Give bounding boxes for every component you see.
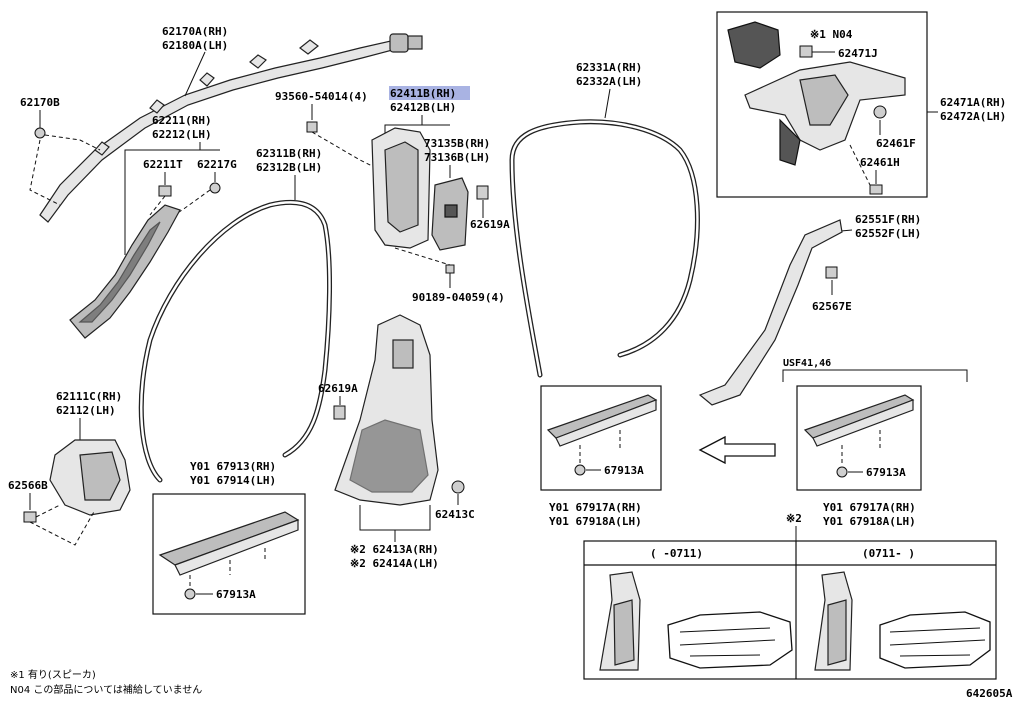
label-y01-67913: Y01 67913(RH) xyxy=(190,460,276,473)
clip-62413c[interactable] xyxy=(451,480,465,494)
footnote-1: ※1 有り(スピーカ) xyxy=(10,668,96,681)
label-62414a: ※2 62414A(LH) xyxy=(350,557,439,570)
label-62551f: 62551F(RH) xyxy=(855,213,921,226)
screw-93560[interactable] xyxy=(306,121,318,133)
label-highlight xyxy=(389,86,470,100)
clip-62211t[interactable] xyxy=(158,185,172,197)
clip-62217g[interactable] xyxy=(209,182,221,194)
clip-62619a-upper[interactable] xyxy=(476,185,489,200)
label-62472a: 62472A(LH) xyxy=(940,110,1006,123)
footnote-2: N04 この部品については補給していません xyxy=(10,683,202,696)
label-62412b: 62412B(LH) xyxy=(390,101,456,114)
label-62619a-lower: 62619A xyxy=(318,382,358,395)
rear-scuff-plate-2[interactable] xyxy=(803,394,915,447)
a-pillar-garnish[interactable] xyxy=(69,204,181,339)
label-y01-67917a-1: Y01 67917A(RH) xyxy=(549,501,642,514)
variant-table xyxy=(583,540,997,680)
variant-col-1: ( -0711) xyxy=(650,547,703,560)
diagram-id: 642605A xyxy=(966,687,1013,700)
seat-belt-cover[interactable] xyxy=(431,177,469,251)
label-62566b: 62566B xyxy=(8,479,48,492)
front-scuff-plate-box xyxy=(152,493,306,615)
clip-62461h[interactable] xyxy=(869,184,883,195)
clip-67913a-front[interactable] xyxy=(184,588,196,600)
roof-side-inner-garnish[interactable] xyxy=(698,219,843,406)
variant-1-harness[interactable] xyxy=(667,611,793,669)
center-pillar-lower-garnish[interactable] xyxy=(334,314,439,506)
label-62461h: 62461H xyxy=(860,156,900,169)
label-62212: 62212(LH) xyxy=(152,128,212,141)
roof-side-airbag[interactable] xyxy=(39,33,423,223)
label-62471j: 62471J xyxy=(838,47,878,60)
front-door-weatherstrip[interactable] xyxy=(138,199,333,483)
label-62170a: 62170A(RH) xyxy=(162,25,228,38)
label-62471a: 62471A(RH) xyxy=(940,96,1006,109)
rear-scuff-plate-box-2 xyxy=(796,385,922,491)
label-62413a: ※2 62413A(RH) xyxy=(350,543,439,556)
label-67913a-front: 67913A xyxy=(216,588,256,601)
label-62619a-upper: 62619A xyxy=(470,218,510,231)
clip-62566b[interactable] xyxy=(23,511,37,523)
label-62311b: 62311B(RH) xyxy=(256,147,322,160)
rear-scuff-plate-box-1 xyxy=(540,385,662,491)
variant-1-garnish[interactable] xyxy=(599,571,641,671)
label-62567e: 62567E xyxy=(812,300,852,313)
rear-scuff-plate-1[interactable] xyxy=(546,394,658,447)
label-62112: 62112(LH) xyxy=(56,404,116,417)
speaker-n04[interactable] xyxy=(727,21,781,69)
label-62552f: 62552F(LH) xyxy=(855,227,921,240)
front-kick-panel[interactable] xyxy=(49,439,131,516)
label-62217g: 62217G xyxy=(197,158,237,171)
label-62211t: 62211T xyxy=(143,158,183,171)
label-62332a: 62332A(LH) xyxy=(576,75,642,88)
label-y01-67917a-2: Y01 67917A(RH) xyxy=(823,501,916,514)
label-y01-67914: Y01 67914(LH) xyxy=(190,474,276,487)
clip-67913a-rear-2[interactable] xyxy=(836,466,848,478)
label-y01-67918a-2: Y01 67918A(LH) xyxy=(823,515,916,528)
clip-67913a-rear-1[interactable] xyxy=(574,464,586,476)
label-67913a-rear-2: 67913A xyxy=(866,466,906,479)
label-62170b: 62170B xyxy=(20,96,60,109)
screw-90189[interactable] xyxy=(445,264,455,274)
label-62461f: 62461F xyxy=(876,137,916,150)
label-n04: ※1 N04 xyxy=(810,28,853,41)
label-62312b: 62312B(LH) xyxy=(256,161,322,174)
variant-2-garnish[interactable] xyxy=(814,571,853,671)
label-62180a: 62180A(LH) xyxy=(162,39,228,52)
label-mark2: ※2 xyxy=(786,512,802,525)
label-62111c: 62111C(RH) xyxy=(56,390,122,403)
clip-62619a-lower[interactable] xyxy=(333,405,346,420)
clip-62461f[interactable] xyxy=(873,105,887,119)
variant-2-harness[interactable] xyxy=(879,611,991,669)
label-62211: 62211(RH) xyxy=(152,114,212,127)
label-67913a-rear-1: 67913A xyxy=(604,464,644,477)
label-62331a: 62331A(RH) xyxy=(576,61,642,74)
clip-62170b[interactable] xyxy=(34,127,46,139)
label-73135b: 73135B(RH) xyxy=(424,137,490,150)
label-73136b: 73136B(LH) xyxy=(424,151,490,164)
label-usf: USF41,46 xyxy=(783,358,831,369)
label-62411b[interactable]: 62411B(RH) xyxy=(390,87,456,100)
label-90189: 90189-04059(4) xyxy=(412,291,505,304)
label-62413c: 62413C xyxy=(435,508,475,521)
front-scuff-plate[interactable] xyxy=(158,511,300,576)
clip-62567e[interactable] xyxy=(825,266,838,279)
clip-62471j[interactable] xyxy=(799,45,813,58)
variant-col-2: (0711- ) xyxy=(862,547,915,560)
direction-arrow xyxy=(698,435,776,465)
rear-door-weatherstrip[interactable] xyxy=(509,119,700,378)
speaker-detail-box xyxy=(716,11,928,198)
quarter-trim-upper[interactable] xyxy=(744,61,906,166)
center-pillar-upper-garnish[interactable] xyxy=(371,127,431,249)
label-93560: 93560-54014(4) xyxy=(275,90,368,103)
label-y01-67918a-1: Y01 67918A(LH) xyxy=(549,515,642,528)
